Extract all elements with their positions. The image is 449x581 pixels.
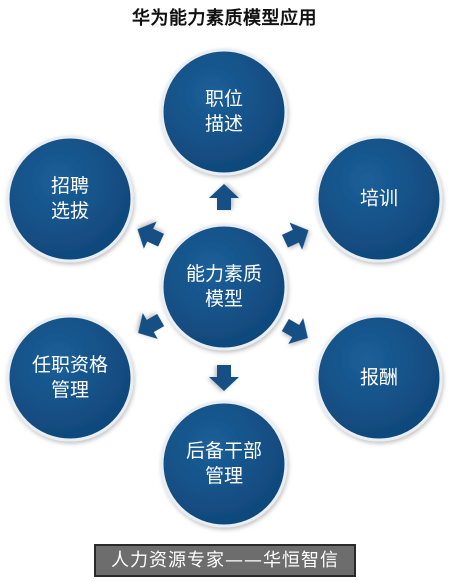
node-qualification-management-line2: 管理 [50, 379, 90, 401]
node-recruitment-circle [6, 135, 134, 263]
center-node-line1: 能力素质 [185, 263, 263, 285]
arrow-to-qualification-management [138, 313, 165, 339]
node-qualification-management-line1: 任职资格 [31, 354, 109, 376]
node-cadre-management-circle [160, 400, 288, 528]
node-position-description-circle [160, 48, 288, 176]
arrow-to-recruitment [137, 221, 165, 249]
node-position-description-line2: 描述 [204, 113, 244, 135]
footer-banner: 人力资源专家——华恒智信 [94, 544, 356, 577]
node-position-description-line1: 职位 [204, 88, 244, 110]
node-training-circle [315, 135, 443, 263]
arrow-to-training [281, 222, 309, 250]
diagram-title: 华为能力素质模型应用 [132, 8, 317, 29]
node-cadre-management-line2: 管理 [204, 465, 244, 487]
center-node-line2: 模型 [204, 288, 244, 310]
node-compensation: 报酬 [360, 366, 398, 391]
node-compensation-circle [315, 314, 443, 442]
node-qualification-management-circle [6, 314, 134, 442]
node-qualification-management: 任职资格 管理 [32, 353, 108, 403]
node-cadre-management-line1: 后备干部 [185, 440, 263, 462]
arrow-to-cadre-management [209, 365, 239, 391]
node-training: 培训 [360, 187, 398, 212]
arrow-to-compensation [281, 318, 308, 344]
node-recruitment: 招聘 选拔 [51, 174, 89, 224]
node-recruitment-line1: 招聘 [50, 175, 90, 197]
node-cadre-management: 后备干部 管理 [186, 439, 262, 489]
node-compensation-line1: 报酬 [359, 366, 399, 389]
node-recruitment-line2: 选拔 [50, 200, 90, 222]
arrow-to-position-description [209, 184, 239, 210]
center-node-circle [160, 223, 288, 351]
center-node: 能力素质 模型 [186, 262, 262, 312]
node-training-line1: 培训 [359, 187, 399, 210]
node-position-description: 职位 描述 [205, 87, 243, 137]
